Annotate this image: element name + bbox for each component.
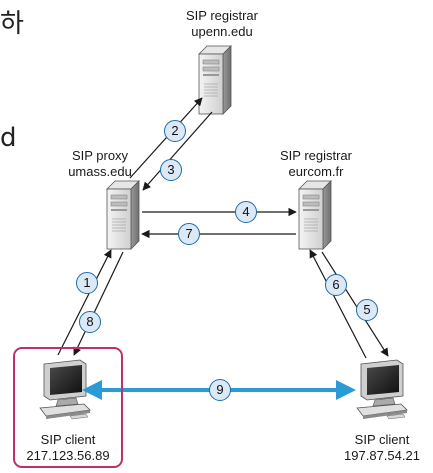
- registrar-eurecom-domain: eurcom.fr: [288, 164, 344, 179]
- edge-fragment-top: 하: [0, 9, 24, 39]
- step-4-badge: 4: [235, 201, 257, 223]
- client-right-workstation-icon: [356, 359, 408, 420]
- step-6-badge: 6: [325, 274, 347, 296]
- registrar-upenn-server-icon: [198, 45, 232, 115]
- registrar-eurecom-label: SIP registrar eurcom.fr: [264, 148, 368, 180]
- registrar-eurecom-server-icon: [298, 180, 332, 250]
- registrar-upenn-domain: upenn.edu: [191, 24, 253, 39]
- arrow-step-5: [321, 251, 389, 357]
- step-1-badge: 1: [76, 272, 98, 294]
- arrow-step-8: [73, 251, 124, 356]
- proxy-umass-label: SIP proxy umass.edu: [48, 148, 152, 180]
- step-9-badge: 9: [209, 379, 231, 401]
- client-right-label: SIP client 197.87.54.21: [332, 432, 432, 464]
- client-right-ip: 197.87.54.21: [344, 448, 420, 463]
- step-3-badge: 3: [160, 159, 182, 181]
- edge-fragment-middle: d: [0, 123, 17, 153]
- arrow-step-3: [142, 111, 213, 191]
- arrow-step-1: [57, 249, 112, 356]
- step-7-badge: 7: [178, 223, 200, 245]
- client-right-title: SIP client: [354, 432, 410, 447]
- step-5-badge: 5: [356, 299, 378, 321]
- proxy-umass-domain: umass.edu: [68, 164, 132, 179]
- step-8-badge: 8: [79, 311, 101, 333]
- client-left-ip: 217.123.56.89: [26, 448, 110, 463]
- registrar-eurecom-title: SIP registrar: [279, 148, 352, 163]
- proxy-umass-title: SIP proxy: [71, 148, 129, 163]
- step-2-badge: 2: [164, 120, 186, 142]
- proxy-umass-server-icon: [106, 180, 140, 250]
- arrow-step-6: [309, 249, 367, 359]
- client-left-highlight: [13, 347, 123, 468]
- registrar-upenn-label: SIP registrar upenn.edu: [170, 8, 274, 40]
- registrar-upenn-title: SIP registrar: [185, 8, 258, 23]
- client-left-title: SIP client: [40, 432, 96, 447]
- client-left-label: SIP client 217.123.56.89: [18, 432, 118, 464]
